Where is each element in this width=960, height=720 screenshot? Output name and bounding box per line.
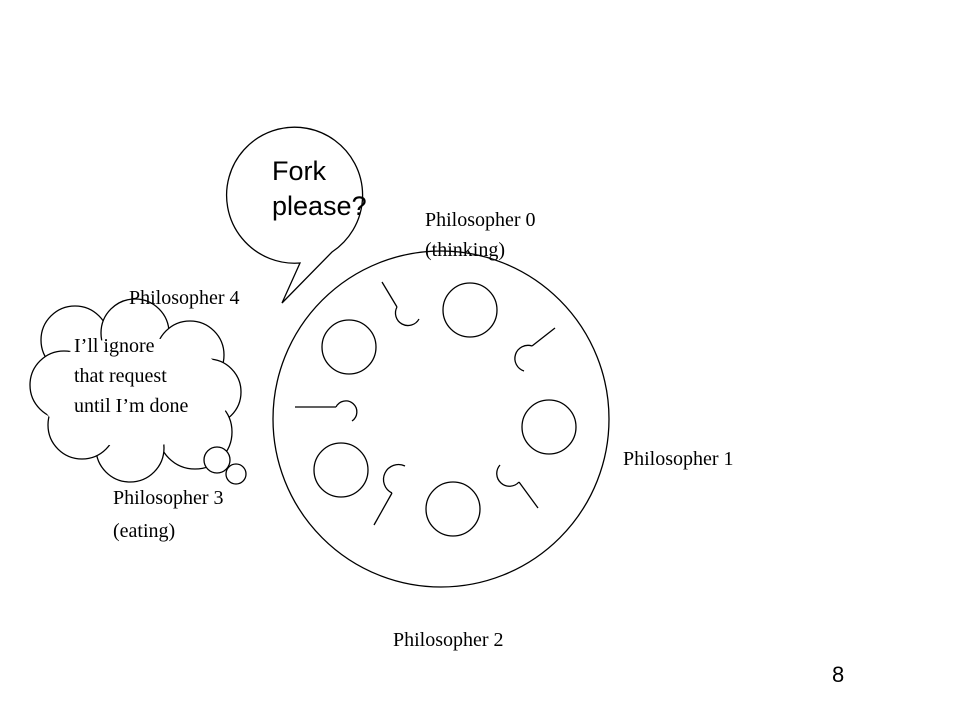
thought-trail-dot-large — [203, 446, 231, 474]
thought-line-1: I’ll ignore — [74, 335, 155, 357]
thought-trail-dot-small — [225, 463, 247, 485]
philosopher-3-state: (eating) — [113, 520, 175, 542]
speech-bubble-shape — [226, 126, 364, 304]
philosopher-0-state: (thinking) — [425, 239, 505, 261]
thought-bubble: I’ll ignore that request until I’m done — [29, 298, 247, 485]
philosopher-2-name: Philosopher 2 — [393, 629, 504, 651]
philosopher-4-label: Philosopher 4 — [129, 287, 240, 309]
plate-philosopher-0 — [442, 282, 498, 338]
plate-philosopher-2 — [425, 481, 481, 537]
philosopher-1-label: Philosopher 1 — [623, 448, 734, 470]
speech-bubble: Fork please? — [226, 126, 367, 304]
philosopher-0-name: Philosopher 0 — [425, 209, 536, 231]
thought-line-3: until I’m done — [74, 395, 189, 417]
philosopher-0-label: Philosopher 0 (thinking) — [425, 209, 536, 261]
plate-philosopher-4 — [321, 319, 377, 375]
thought-cloud-shape — [29, 298, 242, 483]
philosopher-4-name: Philosopher 4 — [129, 287, 240, 309]
thought-line-2: that request — [74, 365, 167, 387]
speech-line-2: please? — [272, 191, 367, 221]
plate-philosopher-1 — [521, 399, 577, 455]
philosopher-2-label: Philosopher 2 — [393, 629, 504, 651]
philosopher-1-name: Philosopher 1 — [623, 448, 734, 470]
fork-2-icon — [496, 464, 539, 509]
fork-1-icon — [514, 327, 556, 372]
plate-philosopher-3 — [313, 442, 369, 498]
fork-3-icon — [373, 463, 406, 526]
fork-0-icon — [381, 281, 420, 327]
speech-line-1: Fork — [272, 156, 327, 186]
philosopher-3-name: Philosopher 3 — [113, 487, 224, 509]
page-number: 8 — [832, 662, 844, 687]
fork-4-icon — [295, 400, 358, 422]
philosopher-3-label: Philosopher 3 (eating) — [113, 487, 224, 542]
